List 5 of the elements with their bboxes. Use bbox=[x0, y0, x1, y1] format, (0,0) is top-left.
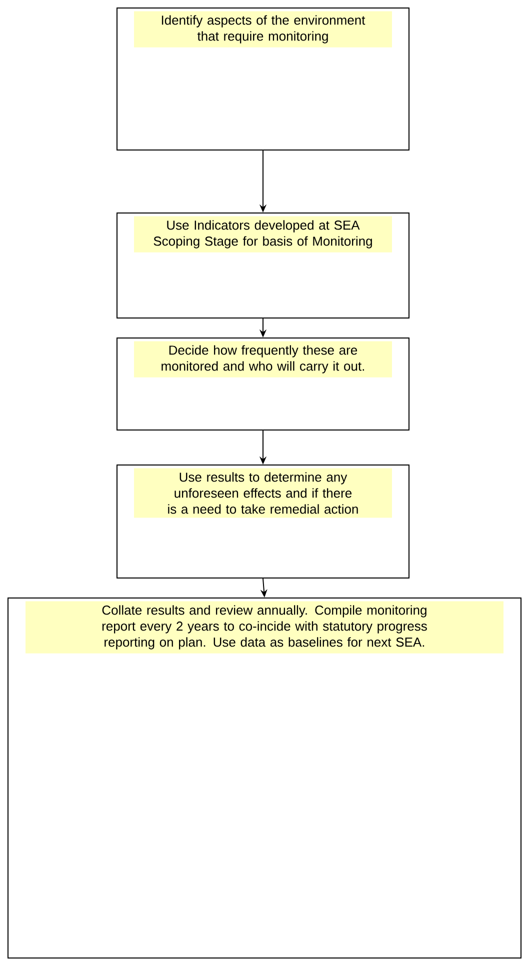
process-box: Decide how frequently these are monitored and who will carry it out. bbox=[116, 338, 410, 430]
process-box: Identify aspects of the environment that require monitoring bbox=[116, 8, 410, 150]
process-box: Collate results and review annually. Compile monitoring report every 2 years to co-incide with statutory progress reporting on plan. Use data as baselines for next SEA. bbox=[8, 598, 522, 958]
process-box: Use results to determine any unforeseen effects and if there is a need to take remedial action bbox=[116, 464, 410, 578]
process-box: Use Indicators developed at SEA Scoping Stage for basis of Monitoring bbox=[116, 212, 410, 318]
